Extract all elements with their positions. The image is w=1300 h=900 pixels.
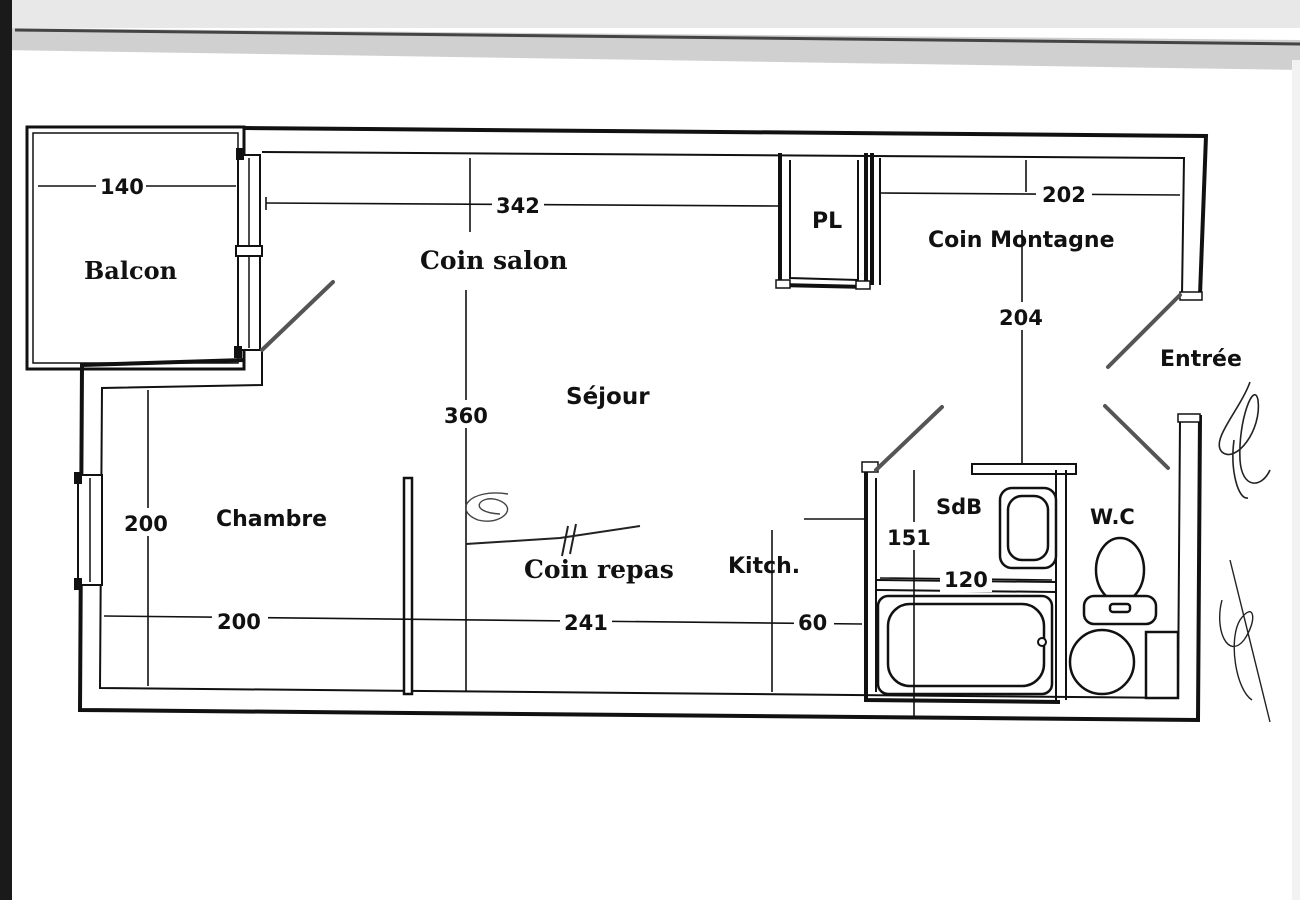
- dim-chambre-depth: 200: [124, 512, 168, 536]
- room-label-coin-montagne: Coin Montagne: [928, 228, 1114, 253]
- room-label-sejour: Séjour: [566, 384, 650, 410]
- scribble-marks: [465, 492, 641, 557]
- dim-chambre-width: 200: [217, 610, 261, 634]
- room-labels: Balcon Coin salon PL Coin Montagne Séjou…: [84, 209, 1242, 584]
- dim-sdb-width: 120: [944, 568, 988, 592]
- room-label-chambre: Chambre: [216, 507, 327, 532]
- doors: [260, 280, 1182, 472]
- dim-repas-width: 241: [564, 611, 608, 635]
- door-wc: [1103, 404, 1170, 470]
- dim-balcon-width: 140: [100, 175, 144, 199]
- room-label-pl: PL: [812, 209, 842, 234]
- door-chambre: [260, 280, 335, 352]
- signature: [1218, 381, 1271, 723]
- dimension-labels: 140 342 202 204 360 200 200 241 60 151 1…: [96, 174, 1092, 636]
- balcony-walls: [25, 125, 246, 371]
- wc-block: [1068, 536, 1180, 700]
- dim-montagne-depth: 204: [999, 306, 1043, 330]
- room-label-sdb: SdB: [936, 495, 982, 519]
- dim-montagne-width: 202: [1042, 183, 1086, 207]
- chambre-partition: [402, 476, 414, 696]
- door-entree: [1106, 293, 1182, 369]
- room-label-coin-salon: Coin salon: [420, 246, 568, 275]
- exterior-walls: [74, 126, 1209, 723]
- bathroom-block: [861, 461, 1077, 704]
- montagne-partition: [870, 153, 881, 285]
- door-sdb: [874, 405, 944, 472]
- room-label-coin-repas: Coin repas: [524, 555, 674, 584]
- room-label-kitch: Kitch.: [728, 554, 800, 579]
- room-label-entree: Entrée: [1160, 347, 1242, 372]
- dim-kitch-width: 60: [798, 611, 827, 635]
- pl-cupboard: [775, 153, 871, 290]
- dim-salon-width: 342: [496, 194, 540, 218]
- room-label-balcon: Balcon: [84, 256, 177, 285]
- dim-sdb-depth: 151: [887, 526, 931, 550]
- room-label-wc: W.C: [1090, 505, 1135, 529]
- dim-sejour-depth: 360: [444, 404, 488, 428]
